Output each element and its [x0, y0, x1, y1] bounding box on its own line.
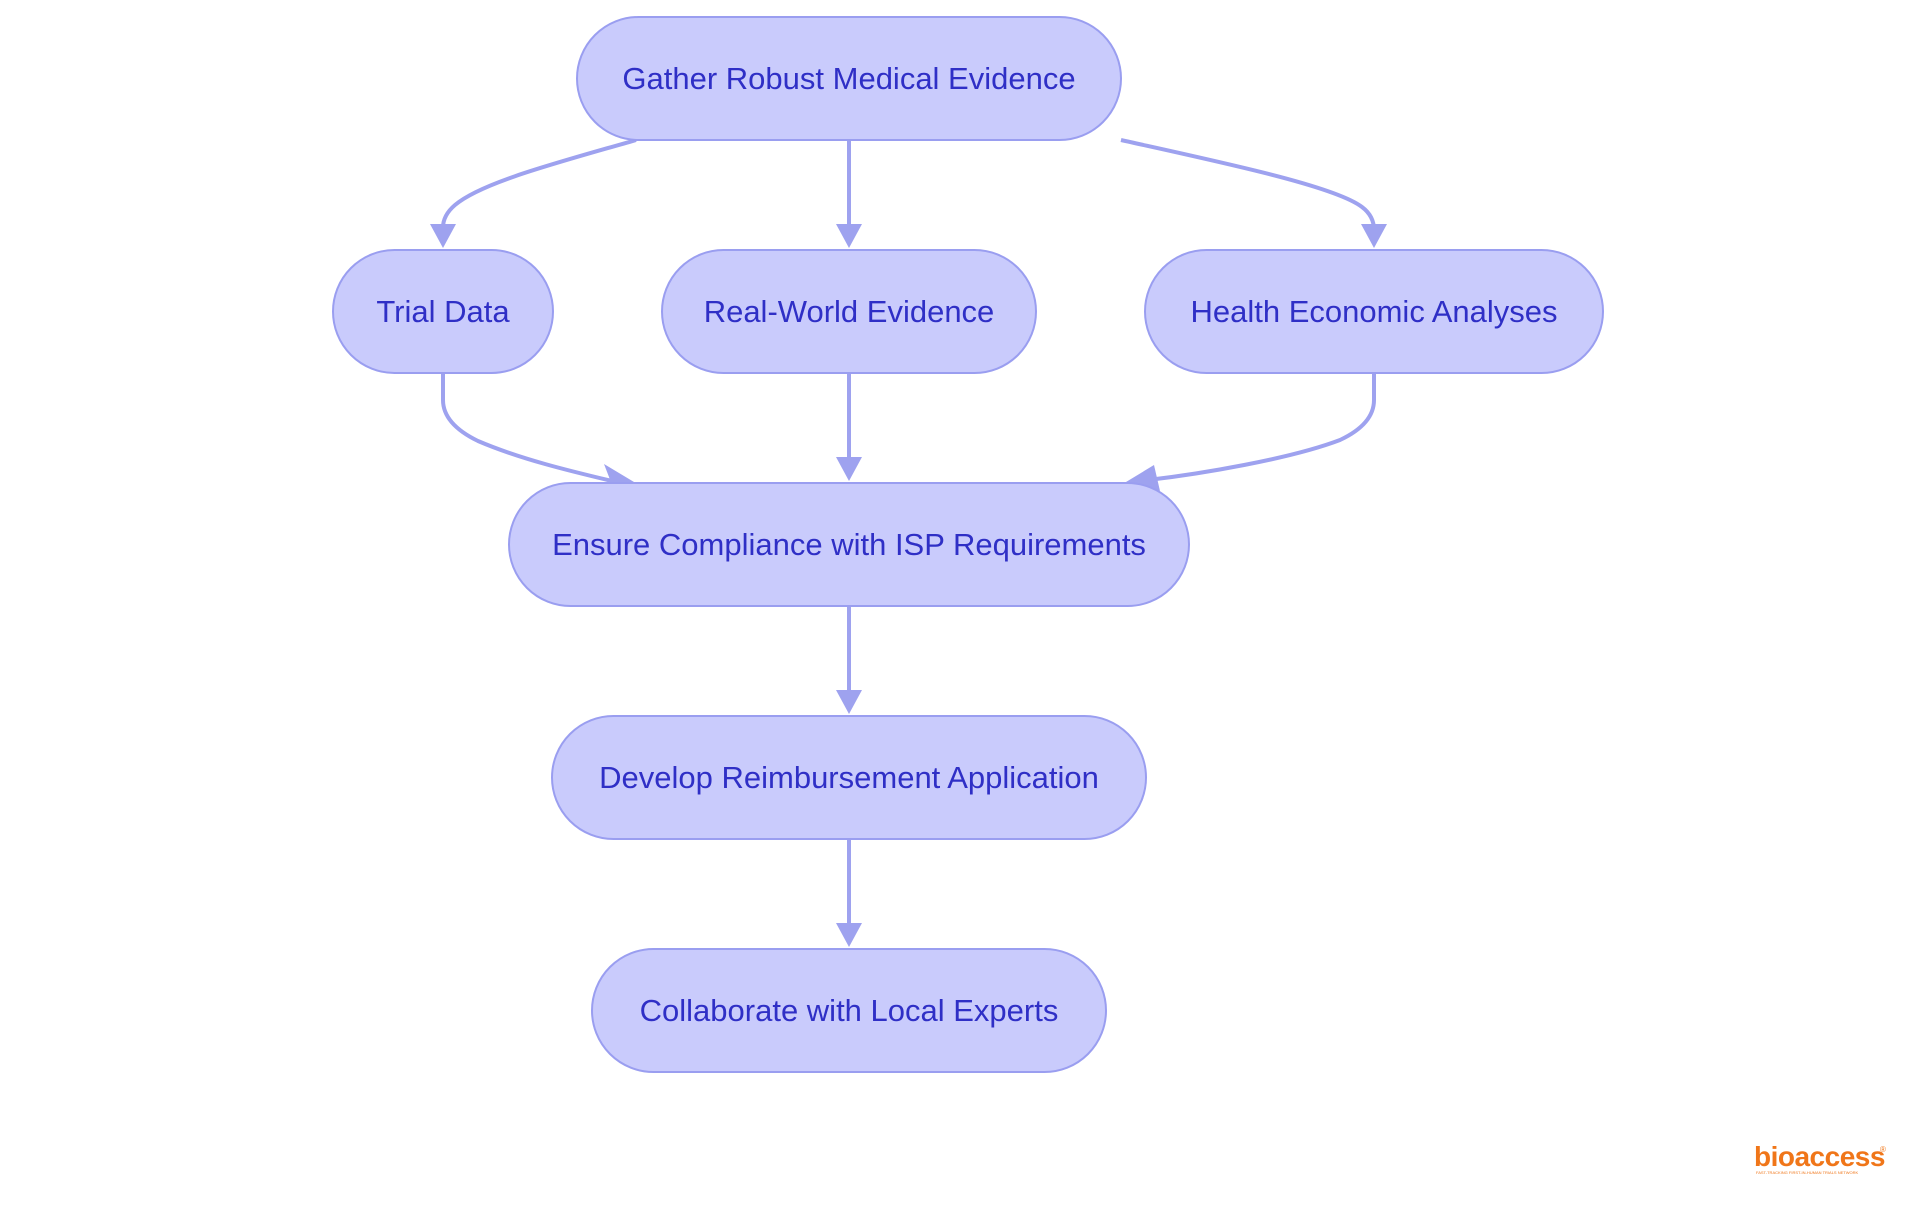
edge-gather-to-hea — [1120, 138, 1376, 231]
arrowhead-rwe — [836, 224, 862, 248]
arrowhead-trial — [430, 224, 456, 248]
arrowhead-reimbursement — [836, 690, 862, 714]
logo-registered-mark: ® — [1880, 1145, 1886, 1154]
node-gather-evidence-label: Gather Robust Medical Evidence — [622, 61, 1075, 96]
node-gather-evidence-box — [576, 16, 1122, 141]
node-trial-data-label: Trial Data — [376, 294, 510, 329]
logo-wordmark: bioaccess — [1754, 1141, 1885, 1172]
node-real-world-evidence-label: Real-World Evidence — [704, 294, 995, 329]
node-collaborate-experts: Collaborate with Local Experts — [591, 948, 1107, 1073]
node-collaborate-experts-box — [591, 948, 1107, 1073]
arrowhead-collaborate — [836, 923, 862, 947]
edge-trial-to-compliance — [441, 373, 613, 483]
arrowhead-compliance-right — [1126, 465, 1160, 491]
logo-tagline: FAST-TRACKING FIRST-IN-HUMAN TRIALS NETW… — [1756, 1170, 1858, 1175]
node-ensure-compliance: Ensure Compliance with ISP Requirements — [508, 482, 1190, 607]
node-real-world-evidence-box — [661, 249, 1037, 374]
edges — [430, 138, 1387, 947]
edge-hea-to-compliance — [1147, 373, 1376, 482]
node-trial-data: Trial Data — [332, 249, 554, 374]
node-gather-evidence: Gather Robust Medical Evidence — [576, 16, 1122, 141]
arrowhead-hea — [1361, 224, 1387, 248]
node-ensure-compliance-box — [508, 482, 1190, 607]
nodes: Gather Robust Medical Evidence Trial Dat… — [332, 16, 1604, 1073]
arrowhead-compliance-center — [836, 457, 862, 481]
node-real-world-evidence: Real-World Evidence — [661, 249, 1037, 374]
edge-gather-to-trial — [440, 138, 637, 231]
bioaccess-logo: bioaccess ® FAST-TRACKING FIRST-IN-HUMAN… — [1754, 1141, 1886, 1175]
node-develop-reimbursement-box — [551, 715, 1147, 840]
node-ensure-compliance-label: Ensure Compliance with ISP Requirements — [552, 527, 1146, 562]
node-develop-reimbursement-label: Develop Reimbursement Application — [599, 760, 1099, 795]
node-health-economic-analyses-label: Health Economic Analyses — [1190, 294, 1557, 329]
node-develop-reimbursement: Develop Reimbursement Application — [551, 715, 1147, 840]
node-health-economic-analyses-box — [1144, 249, 1604, 374]
node-collaborate-experts-label: Collaborate with Local Experts — [640, 993, 1059, 1028]
node-trial-data-box — [332, 249, 554, 374]
node-health-economic-analyses: Health Economic Analyses — [1144, 249, 1604, 374]
